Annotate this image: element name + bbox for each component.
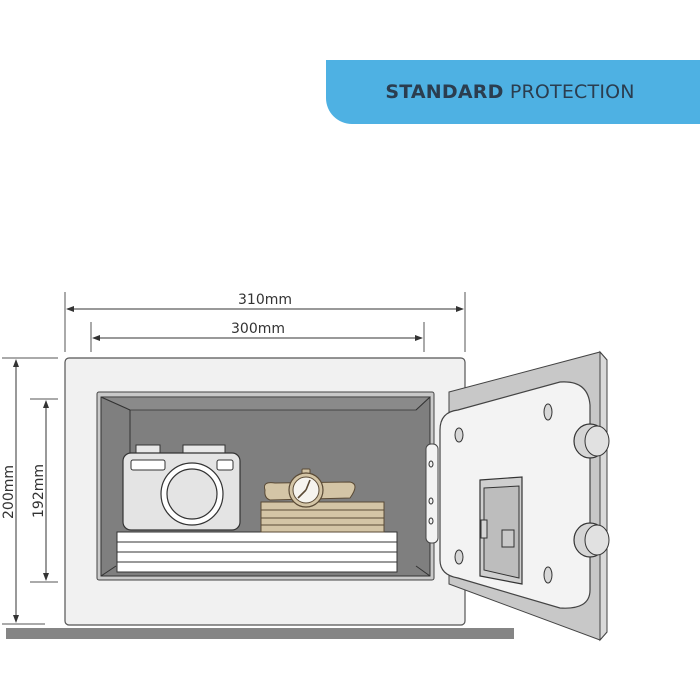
banner-bold-text: STANDARD [385,81,504,103]
locking-bolt-icon [573,522,610,558]
outer-width-label: 310mm [238,292,292,308]
inner-width-label: 300mm [231,321,285,337]
floor-shadow [6,628,514,639]
door-hinge [425,443,439,544]
camera-icon [122,444,241,531]
inner-height-label: 192mm [31,464,47,518]
banner-regular-text: PROTECTION [503,81,635,103]
protection-banner: STANDARD PROTECTION [326,60,700,124]
paper-stack-icon [116,531,398,573]
box-stack-icon [260,501,385,533]
banner-text: STANDARD PROTECTION [385,81,640,103]
safe-door [439,350,610,642]
height-dimensions: 200mm 192mm [1,357,58,625]
locking-bolt-icon [573,423,610,459]
width-dimensions: 310mm 300mm [64,292,466,352]
outer-height-label: 200mm [1,465,17,519]
wristwatch-icon [264,468,356,508]
